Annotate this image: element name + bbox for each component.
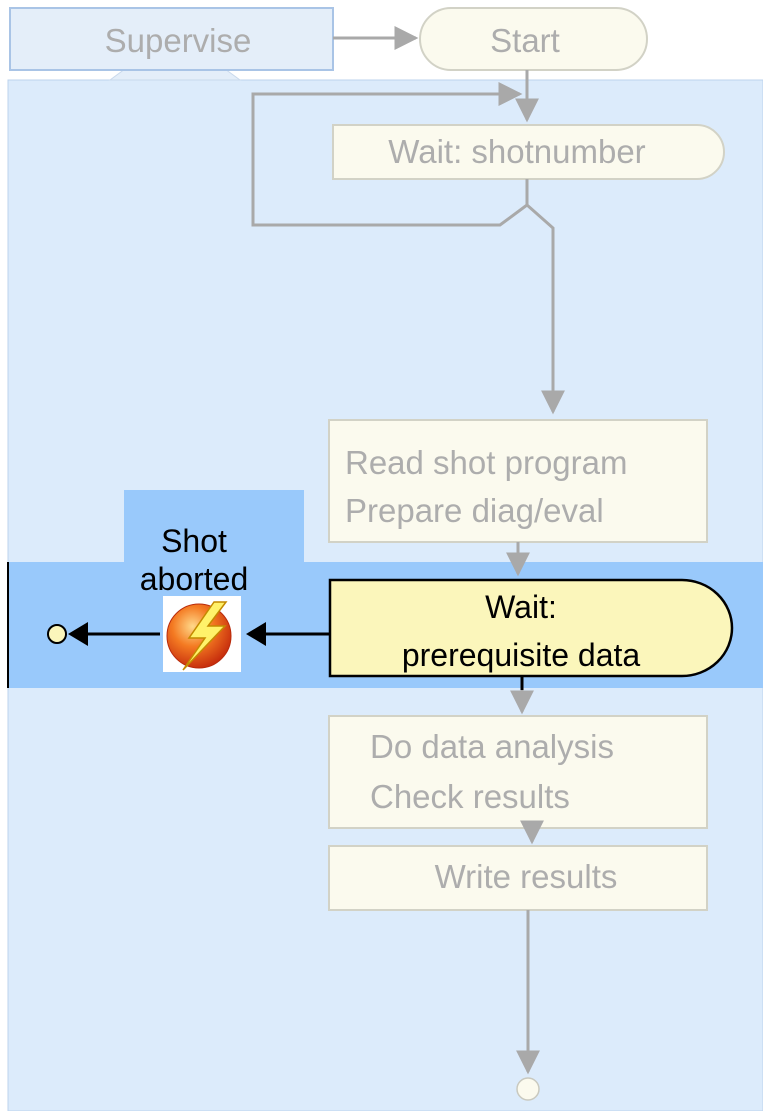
shot-aborted-label-2: aborted — [140, 561, 249, 597]
wait-prerequisite-node[interactable]: Wait: prerequisite data — [328, 578, 734, 678]
wait-to-read-connector — [525, 179, 565, 415]
read-shot-program-node[interactable]: Read shot program Prepare diag/eval — [328, 419, 708, 543]
read-program-label-2: Prepare diag/eval — [345, 492, 604, 529]
wait-shotnumber-node[interactable]: Wait: shotnumber — [332, 124, 725, 180]
supervise-label: Supervise — [105, 22, 252, 59]
write-results-label: Write results — [435, 858, 618, 895]
wait-prereq-label-2: prerequisite data — [402, 637, 641, 673]
abort-end-node — [47, 624, 67, 644]
wait-shotnumber-label: Wait: shotnumber — [388, 133, 645, 170]
abort-label-tab — [124, 490, 304, 562]
analysis-label-2: Check results — [370, 778, 570, 815]
supervise-node[interactable]: Supervise — [9, 7, 334, 71]
analysis-label-1: Do data analysis — [370, 728, 614, 765]
write-results-node[interactable]: Write results — [328, 845, 708, 911]
read-program-label-1: Read shot program — [345, 444, 627, 481]
lightning-icon — [163, 596, 241, 672]
data-analysis-node[interactable]: Do data analysis Check results — [328, 715, 708, 829]
shotnumber-loop-connector — [251, 82, 528, 227]
prereq-to-abort-arrowhead — [246, 622, 266, 646]
start-node[interactable]: Start — [419, 7, 648, 71]
wait-prereq-label-1: Wait: — [485, 589, 557, 625]
shot-aborted-label-1: Shot — [161, 523, 227, 559]
start-label: Start — [490, 22, 560, 59]
abort-to-end-arrowhead — [68, 622, 88, 646]
flow-end-node — [516, 1077, 540, 1101]
